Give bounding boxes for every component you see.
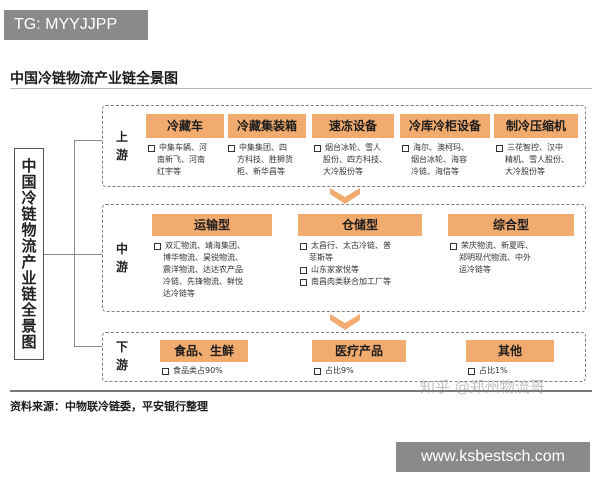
bullet-square-icon bbox=[450, 243, 457, 250]
bullet-square-icon bbox=[228, 145, 235, 152]
category-cold-storage-equipment: 冷库冷柜设备 bbox=[400, 114, 490, 138]
bullet-square-icon bbox=[300, 243, 307, 250]
category-medical: 医疗产品 bbox=[312, 340, 406, 362]
bullet-square-icon bbox=[300, 267, 307, 274]
connector-to-midstream bbox=[74, 254, 102, 255]
connector-vertical bbox=[74, 140, 75, 346]
bullet-square-icon bbox=[148, 145, 155, 152]
category-transport: 运输型 bbox=[152, 214, 272, 236]
upstream-stage-label: 上游 bbox=[115, 130, 128, 162]
upstream-desc-1: 中集车辆、河 南新飞、河南 红宇等 bbox=[148, 142, 228, 178]
watermark-zhihu: 知乎 @郑州物流哥 bbox=[420, 378, 545, 396]
chevron-down-icon bbox=[330, 188, 360, 204]
upstream-desc-5: 三花智控、汉中 精机、雪人股份、 大冷股份等 bbox=[496, 142, 580, 178]
watermark-badge-bottom: www.ksbestsch.com bbox=[396, 442, 590, 472]
vertical-label-box: 中国冷链物流产业链全景图 bbox=[14, 148, 44, 360]
upstream-desc-2: 中集集团、四 方科技、胜狮货 柜、新华昌等 bbox=[228, 142, 312, 178]
category-other: 其他 bbox=[466, 340, 554, 362]
bullet-square-icon bbox=[402, 145, 409, 152]
upstream-desc-3: 烟台冰轮、雪人 股份、四方科技、 大冷股份等 bbox=[314, 142, 400, 178]
downstream-stage-label: 下游 bbox=[115, 340, 128, 372]
watermark-badge-top: TG: MYYJJPP bbox=[4, 10, 148, 40]
midstream-desc-warehousing: 太昌行、太古冷链、普 菲斯等 山东家家悦等 南昌肉类联合加工厂等 bbox=[300, 240, 440, 288]
bullet-square-icon bbox=[314, 145, 321, 152]
downstream-desc-other: 占比1% bbox=[468, 365, 528, 377]
title-divider bbox=[10, 88, 592, 89]
category-cold-truck: 冷藏车 bbox=[146, 114, 224, 138]
downstream-desc-food: 食品类占90% bbox=[162, 365, 272, 377]
category-compressor: 制冷压缩机 bbox=[494, 114, 578, 138]
category-cold-container: 冷藏集装箱 bbox=[228, 114, 306, 138]
category-warehousing: 仓储型 bbox=[298, 214, 422, 236]
source-divider bbox=[10, 390, 592, 392]
bullet-square-icon bbox=[314, 368, 321, 375]
upstream-desc-4: 海尔、澳柯玛、 烟台冰轮、海容 冷链、海信等 bbox=[402, 142, 488, 178]
bullet-square-icon bbox=[154, 243, 161, 250]
figure-title: 中国冷链物流产业链全景图 bbox=[10, 71, 178, 87]
category-food-fresh: 食品、生鲜 bbox=[160, 340, 248, 362]
downstream-desc-medical: 占比9% bbox=[314, 365, 404, 377]
bullet-square-icon bbox=[162, 368, 169, 375]
chevron-down-icon bbox=[330, 314, 360, 330]
bullet-square-icon bbox=[300, 279, 307, 286]
bullet-square-icon bbox=[496, 145, 503, 152]
connector-to-downstream bbox=[74, 346, 102, 347]
connector-to-upstream bbox=[74, 140, 102, 141]
midstream-desc-integrated: 荣庆物流、新夏晖、 郑明现代物流、中外 运冷链等 bbox=[450, 240, 580, 276]
midstream-stage-label: 中游 bbox=[115, 242, 128, 274]
connector-stem bbox=[44, 254, 74, 255]
midstream-desc-transport: 双汇物流、靖海集团、 博华物流、昊锐物流、 震洋物流、达达农产品 冷链、先锋物流… bbox=[154, 240, 284, 300]
category-quick-freeze: 速冻设备 bbox=[312, 114, 394, 138]
source-note: 资料来源：中物联冷链委，平安银行整理 bbox=[10, 400, 208, 413]
bullet-square-icon bbox=[468, 368, 475, 375]
category-integrated: 综合型 bbox=[448, 214, 574, 236]
